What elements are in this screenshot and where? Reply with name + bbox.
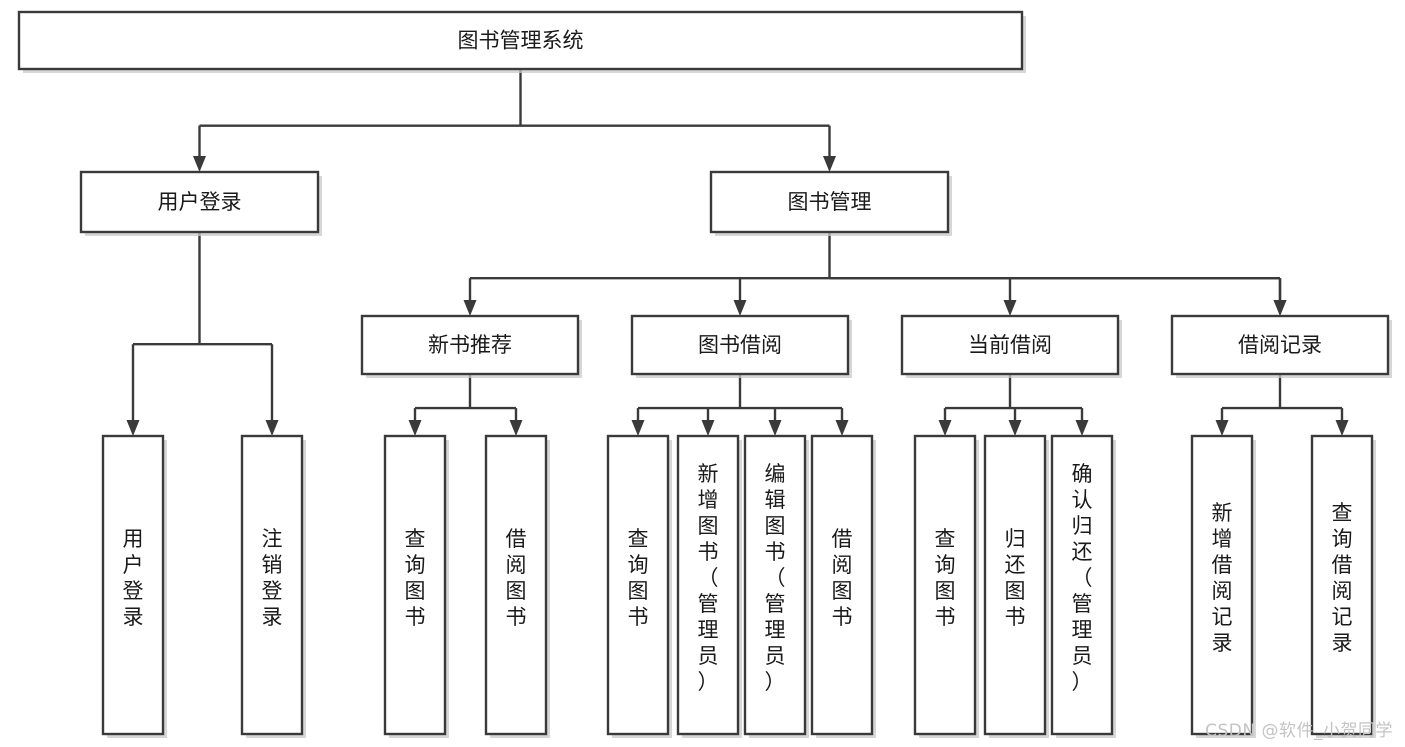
arrow-head xyxy=(1075,420,1089,436)
node-box xyxy=(101,434,165,736)
node-box xyxy=(913,434,977,736)
node-label: 新增借阅记录 xyxy=(1212,501,1233,655)
node-box xyxy=(1050,434,1114,736)
node-box xyxy=(360,314,580,376)
node-box xyxy=(1310,434,1374,736)
node-new-book-rec[interactable]: 新书推荐 xyxy=(360,314,582,378)
arrow-head xyxy=(265,420,279,436)
node-leaf-confirm-return[interactable]: 确认归还（管理员） xyxy=(1050,434,1116,738)
node-book-manage[interactable]: 图书管理 xyxy=(709,170,952,236)
node-box xyxy=(900,314,1120,376)
node-leaf-query-book-1[interactable]: 查询图书 xyxy=(383,434,449,738)
node-leaf-borrow-book-2[interactable]: 借阅图书 xyxy=(810,434,876,738)
node-leaf-add-book[interactable]: 新增图书（管理员） xyxy=(676,434,742,738)
arrow-head xyxy=(631,420,645,436)
node-box xyxy=(743,434,807,736)
arrow-head xyxy=(408,420,422,436)
node-box xyxy=(484,434,548,736)
node-box xyxy=(1190,434,1254,736)
arrow-head xyxy=(1003,300,1017,316)
node-label: 注销登录 xyxy=(262,527,283,629)
arrow-head xyxy=(126,420,140,436)
arrow-head xyxy=(1335,420,1349,436)
node-label: 查询借阅记录 xyxy=(1332,501,1353,655)
node-label: 查询图书 xyxy=(628,527,649,629)
arrow-head xyxy=(1215,420,1229,436)
node-box xyxy=(383,434,447,736)
arrow-head xyxy=(768,420,782,436)
node-leaf-query-book-2[interactable]: 查询图书 xyxy=(606,434,672,738)
node-leaf-query-record[interactable]: 查询借阅记录 xyxy=(1310,434,1376,738)
arrow-head xyxy=(463,300,477,316)
node-book-borrow[interactable]: 图书借阅 xyxy=(630,314,852,378)
arrow-head xyxy=(509,420,523,436)
node-current-borrow[interactable]: 当前借阅 xyxy=(900,314,1122,378)
node-leaf-user-login[interactable]: 用户登录 xyxy=(101,434,167,738)
node-box xyxy=(709,170,950,234)
arrow-head xyxy=(701,420,715,436)
node-leaf-logout[interactable]: 注销登录 xyxy=(240,434,306,738)
node-label: 借阅记录 xyxy=(1238,333,1322,357)
node-label: 确认归还（管理员） xyxy=(1072,462,1093,694)
node-label: 图书管理 xyxy=(788,190,872,214)
diagram-nodes-group: 图书管理系统用户登录图书管理新书推荐图书借阅当前借阅借阅记录用户登录注销登录查询… xyxy=(17,10,1392,738)
node-label: 用户登录 xyxy=(158,190,242,214)
arrow-head xyxy=(938,420,952,436)
arrow-head xyxy=(193,156,206,172)
node-label: 编辑图书（管理员） xyxy=(765,462,786,694)
node-box xyxy=(79,170,320,234)
arrow-head xyxy=(823,156,836,172)
node-root[interactable]: 图书管理系统 xyxy=(17,10,1026,73)
node-borrow-record[interactable]: 借阅记录 xyxy=(1170,314,1392,378)
node-box xyxy=(630,314,850,376)
node-label: 查询图书 xyxy=(405,527,426,629)
node-user-login[interactable]: 用户登录 xyxy=(79,170,322,236)
node-leaf-borrow-book-1[interactable]: 借阅图书 xyxy=(484,434,550,738)
node-label: 归还图书 xyxy=(1005,527,1026,629)
arrow-head xyxy=(733,300,747,316)
node-box xyxy=(606,434,670,736)
node-label: 借阅图书 xyxy=(832,527,853,629)
node-label: 新增图书（管理员） xyxy=(698,462,719,694)
node-box xyxy=(17,10,1024,71)
node-label: 查询图书 xyxy=(935,527,956,629)
node-leaf-add-record[interactable]: 新增借阅记录 xyxy=(1190,434,1256,738)
node-label: 图书借阅 xyxy=(698,333,782,357)
node-leaf-query-book-3[interactable]: 查询图书 xyxy=(913,434,979,738)
node-label: 当前借阅 xyxy=(968,333,1052,357)
node-box xyxy=(1170,314,1390,376)
node-leaf-edit-book[interactable]: 编辑图书（管理员） xyxy=(743,434,809,738)
arrow-head xyxy=(835,420,849,436)
node-box xyxy=(676,434,740,736)
node-label: 图书管理系统 xyxy=(458,29,584,53)
node-label: 借阅图书 xyxy=(506,527,527,629)
connector-lines-group xyxy=(126,69,1349,436)
node-box xyxy=(983,434,1047,736)
node-box xyxy=(810,434,874,736)
arrow-head xyxy=(1008,420,1022,436)
node-label: 新书推荐 xyxy=(428,333,512,357)
node-leaf-return-book[interactable]: 归还图书 xyxy=(983,434,1049,738)
arrow-head xyxy=(1273,300,1287,316)
node-box xyxy=(240,434,304,736)
node-label: 用户登录 xyxy=(123,527,144,629)
